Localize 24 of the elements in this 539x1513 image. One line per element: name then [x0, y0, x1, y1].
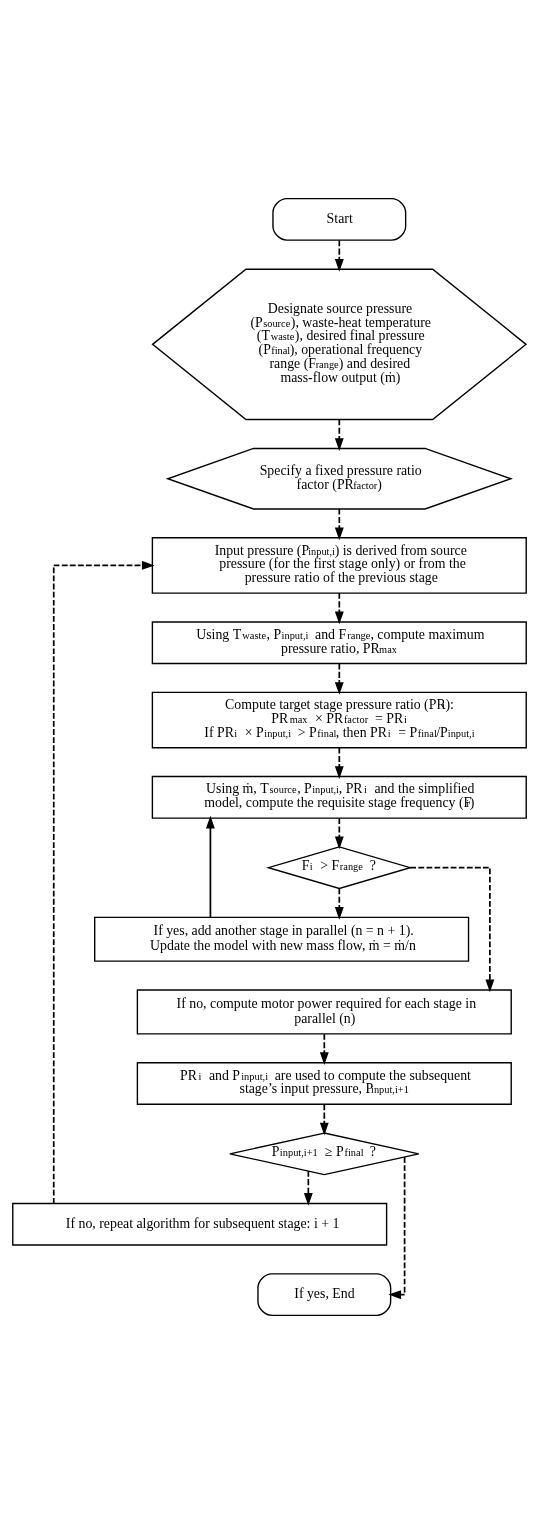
node-diamond: Fi > Frange ?	[266, 845, 413, 889]
arrow	[334, 817, 344, 849]
node-box: If no, compute motor power required for each stage in parallel (n)	[136, 988, 512, 1035]
arrow	[388, 1155, 406, 1299]
arrow	[334, 887, 344, 920]
arrow	[319, 1103, 329, 1135]
arrow	[303, 1169, 313, 1206]
arrow	[334, 591, 344, 624]
arrow	[319, 1032, 329, 1065]
node-box: Input pressure (Pinput,i) is derived from source pressure (for the first stage only) or from the pressure ratio of the previous stage	[151, 536, 527, 594]
node-box: If yes, add another stage in parallel (n = n + 1). Update the model with new mass flow, ṁ = ṁ/n	[94, 916, 470, 962]
arrow	[334, 507, 344, 540]
node-box: If yes, End	[257, 1272, 392, 1316]
arrow	[334, 662, 344, 695]
arrow	[334, 418, 344, 451]
node-box: Using Twaste, Pinput,i and Frange, compute maximum pressure ratio, PRmax	[151, 620, 527, 664]
arrow	[409, 866, 495, 992]
node-diamond: Pinput,i+1 ≥ Pfinal ?	[229, 1131, 420, 1175]
node-box: Start	[272, 197, 407, 241]
arrow	[334, 239, 344, 272]
arrow	[52, 560, 155, 1204]
arrow	[205, 815, 215, 918]
node-box: If no, repeat algorithm for subsequent stage: i + 1	[12, 1202, 388, 1246]
arrow	[334, 746, 344, 779]
